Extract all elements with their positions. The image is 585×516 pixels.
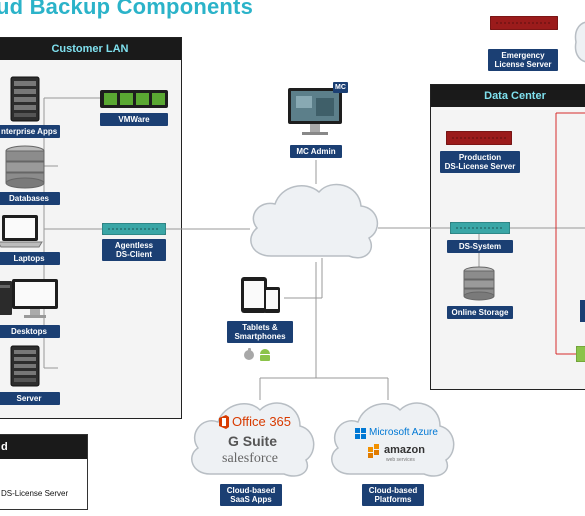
production-license-server-icon: [446, 131, 512, 145]
tablet-phone-icon: [241, 277, 280, 313]
platforms-cloud-icon: [331, 402, 455, 477]
data-center-heading: Data Center: [431, 85, 585, 107]
mc-admin-monitor-icon: [288, 88, 342, 135]
label-desktops: Desktops: [0, 325, 60, 338]
label-laptops: Laptops: [0, 252, 60, 265]
offpage-green-device: [576, 346, 585, 362]
office365-logo-text: Office 365: [232, 414, 292, 429]
legend-box: d DS-License Server: [0, 434, 88, 510]
label-ds-system: DS-System: [447, 240, 513, 253]
enterprise-server-icon: [10, 76, 40, 122]
label-mc-admin: MC Admin: [290, 145, 342, 158]
apple-android-icons: [244, 348, 270, 361]
ds-system-appliance-icon: [450, 222, 510, 234]
legend-heading: d: [0, 435, 87, 459]
gsuite-logo-text: G Suite: [228, 433, 278, 449]
android-icon: [260, 349, 270, 361]
database-icon: [5, 145, 45, 189]
mc-badge: MC: [333, 82, 348, 93]
label-production-license-server: Production DS-License Server: [440, 151, 520, 173]
label-agentless-ds-client: Agentless DS-Client: [102, 239, 166, 261]
label-emergency-license-server: Emergency License Server: [488, 49, 558, 71]
central-cloud-icon: [250, 183, 379, 259]
label-server: Server: [0, 392, 60, 405]
vmware-host-icon: [100, 90, 168, 108]
laptop-icon: [0, 215, 43, 248]
label-online-storage: Online Storage: [447, 306, 513, 319]
azure-windows-icon: [355, 428, 366, 439]
apple-icon: [244, 348, 254, 360]
agentless-appliance-icon: [102, 223, 166, 235]
online-storage-icon: [463, 266, 495, 301]
page-title: ud Backup Components: [0, 0, 254, 19]
amazon-logo-text: amazon: [384, 444, 425, 456]
offpage-device-edge: [580, 300, 585, 322]
emergency-license-server-icon: [490, 16, 558, 30]
aws-cubes-icon: [368, 444, 379, 458]
label-cloud-saas-apps: Cloud-based SaaS Apps: [220, 484, 282, 506]
label-enterprise-apps: nterprise Apps: [0, 125, 60, 138]
label-databases: Databases: [0, 192, 60, 205]
office365-icon: [219, 415, 229, 429]
desktop-icon: [0, 279, 58, 318]
legend-item-license-server: DS-License Server: [1, 489, 69, 498]
server-icon: [10, 345, 40, 387]
salesforce-logo-text: salesforce: [222, 451, 278, 466]
data-center-panel: Data Center: [430, 84, 585, 390]
azure-logo-text: Microsoft Azure: [369, 427, 438, 438]
offpage-cloud-edge: [574, 21, 585, 63]
label-cloud-platforms: Cloud-based Platforms: [362, 484, 424, 506]
aws-sub-text: web services: [386, 457, 415, 463]
label-tablets-smartphones: Tablets & Smartphones: [227, 321, 293, 343]
customer-lan-heading: Customer LAN: [0, 38, 181, 60]
label-vmware: VMWare: [100, 113, 168, 126]
